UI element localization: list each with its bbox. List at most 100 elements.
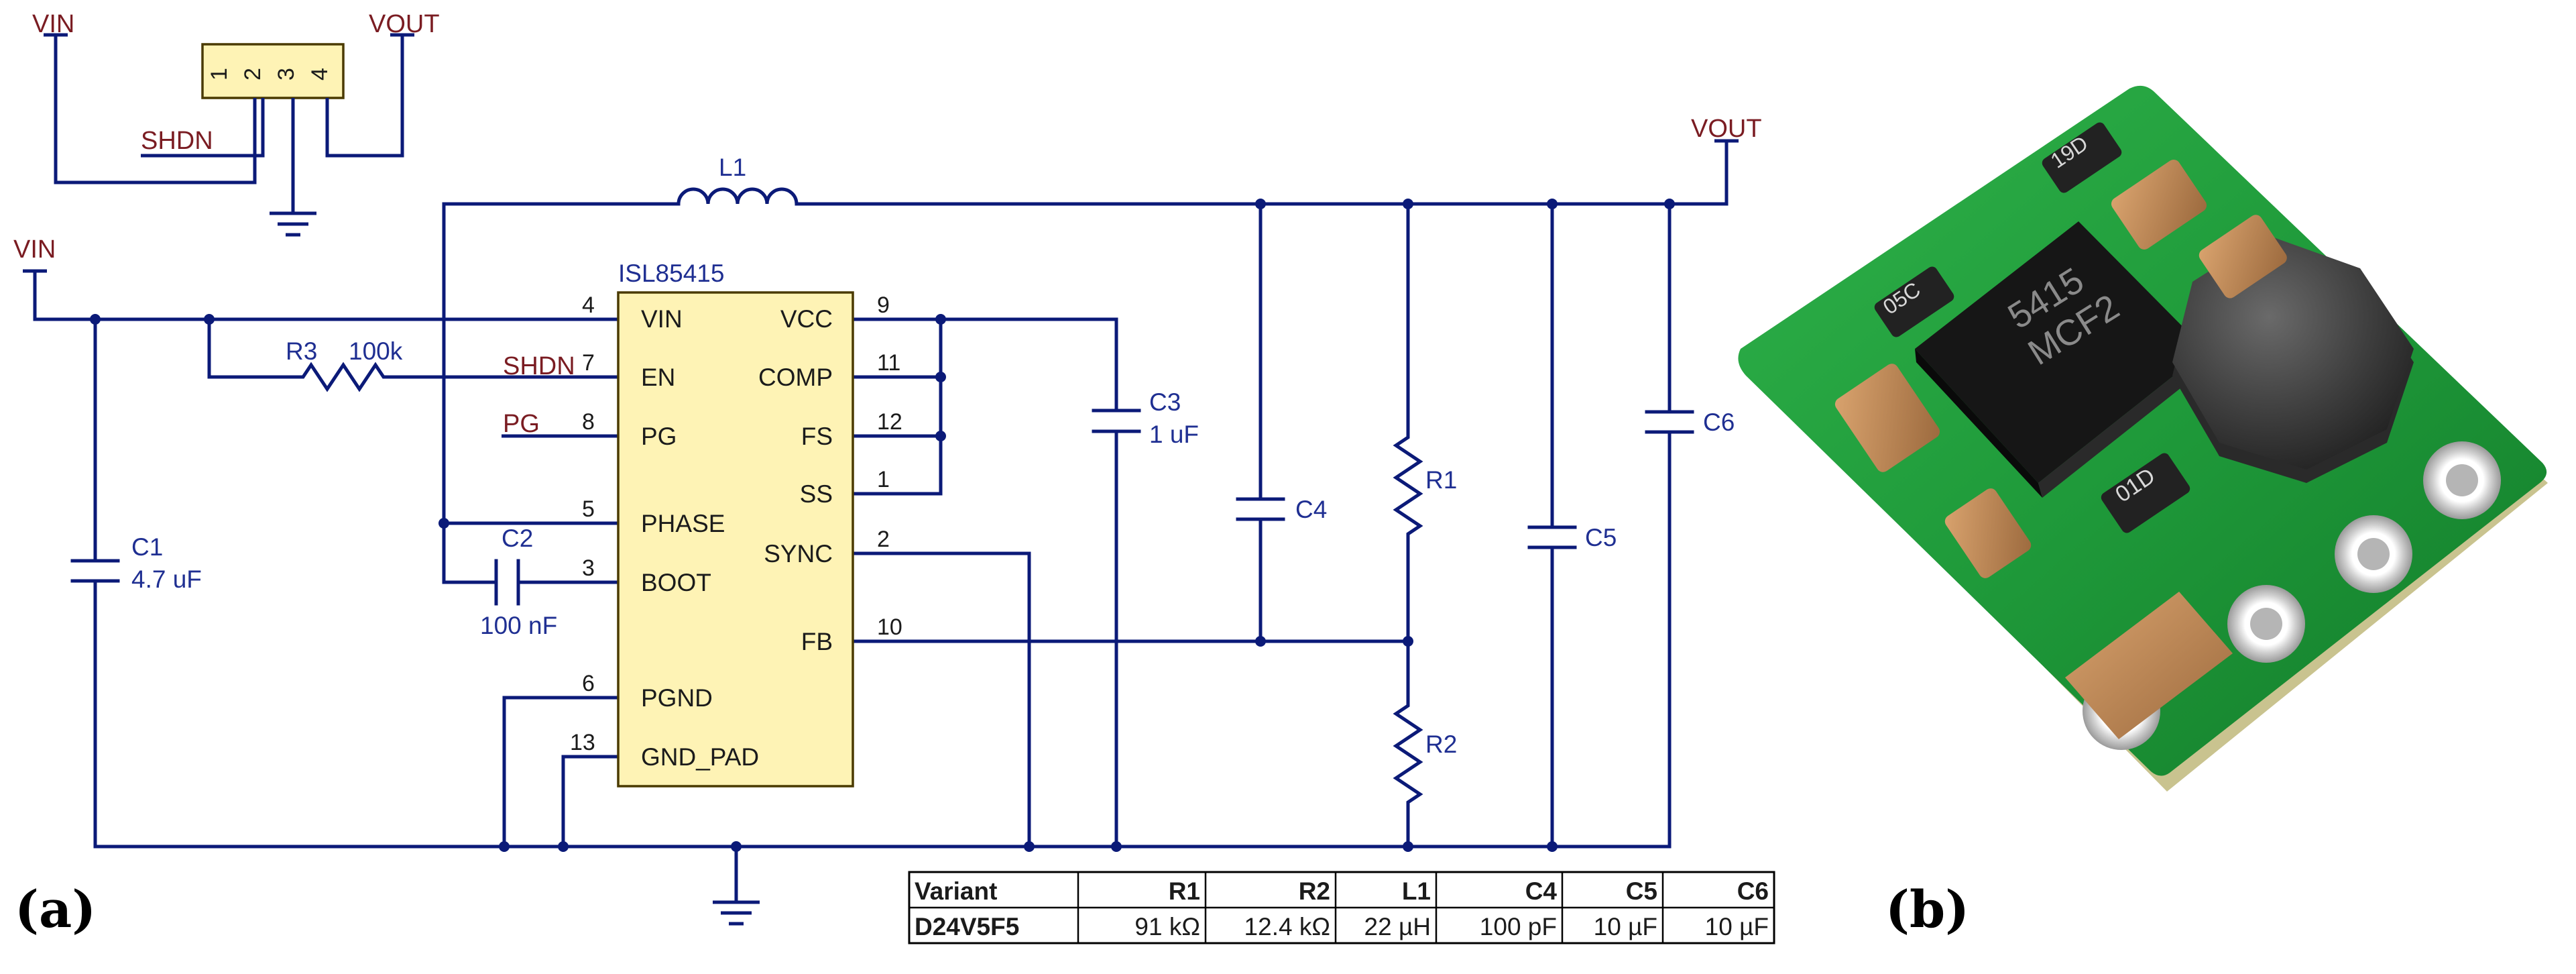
connector-vin-label: VIN <box>32 10 74 38</box>
c2-value: 100 nF <box>480 612 557 639</box>
ic-pin-phase: PHASE <box>641 510 725 537</box>
c2-label: C2 <box>502 525 533 552</box>
ic-pin-boot: BOOT <box>641 569 711 596</box>
table-cell-r1: 91 kΩ <box>1134 913 1200 940</box>
c6-label: C6 <box>1703 409 1735 436</box>
ic-pin-num-boot: 3 <box>582 555 595 581</box>
connector-vin-wire <box>44 33 257 184</box>
connector-pin-3: 3 <box>274 68 299 80</box>
c4-label: C4 <box>1295 496 1327 523</box>
cap-small-3 <box>2111 160 2207 250</box>
capacitor-c4: C4 <box>1236 496 1327 523</box>
capacitor-c1: C1 4.7 uF <box>70 533 202 593</box>
r3-label: R3 <box>286 337 317 365</box>
l1-output-wire <box>442 139 1729 206</box>
connector-vout-wire <box>325 33 414 158</box>
junction-dots <box>90 199 1675 852</box>
capacitor-c3: C3 1 uF <box>1092 388 1199 448</box>
r3-left-wire <box>207 317 297 379</box>
ic-name: ISL85415 <box>618 260 724 287</box>
comp-fs-ss-wire <box>851 317 943 496</box>
ic-pin-gndpad: GND_PAD <box>641 743 759 771</box>
connector-shdn-wire <box>141 98 265 158</box>
connector-ground-icon <box>270 211 316 237</box>
board-photo: 5415 MCF2 01D 05C 19D <box>1738 85 2548 792</box>
cap-small-1 <box>1834 364 1940 472</box>
phase-wire <box>442 202 620 584</box>
ic-isl85415: ISL85415 4 7 8 5 3 6 13 VIN EN PG PHASE … <box>570 260 902 788</box>
r1-label: R1 <box>1425 466 1457 494</box>
table-cell-l1: 22 µH <box>1364 913 1431 940</box>
c3-value: 1 uF <box>1149 421 1199 448</box>
vin-rail <box>33 269 620 321</box>
ic-pin-pg: PG <box>641 423 677 450</box>
panel-label-b: (b) <box>1885 879 1969 939</box>
connector-pin-1: 1 <box>207 68 232 80</box>
ic-pin-num-fb: 10 <box>877 614 902 640</box>
ground-icon <box>713 900 760 926</box>
table-cell-c5: 10 µF <box>1594 913 1657 940</box>
resistor-01d <box>2101 453 2190 533</box>
panel-label-a: (a) <box>15 879 96 939</box>
connector-shdn-label: SHDN <box>141 127 213 155</box>
variant-table: Variant R1 R2 L1 C4 C5 C6 D24V5F5 91 kΩ … <box>908 871 1775 944</box>
cap-large <box>2065 592 2233 739</box>
c5-label: C5 <box>1585 524 1617 551</box>
ic-pin-comp: COMP <box>758 364 833 391</box>
resistor-19d <box>2042 122 2122 193</box>
capacitor-c2: C2 100 nF <box>480 525 557 639</box>
ic-pin-num-ss: 1 <box>877 467 890 492</box>
ic-pin-pgnd: PGND <box>641 684 713 712</box>
table-cell-r2: 12.4 kΩ <box>1244 913 1330 940</box>
ic-body <box>617 291 854 788</box>
ic-pin-ss: SS <box>800 480 833 508</box>
r3-value: 100k <box>349 337 403 365</box>
smd-components: 01D 05C 19D <box>1834 122 2287 739</box>
table-header-variant: Variant <box>915 877 997 905</box>
ic-pin-vin: VIN <box>641 305 683 333</box>
table-header-c5: C5 <box>1626 877 1657 905</box>
ic-pin-num-comp: 11 <box>877 350 900 376</box>
gnd-pins-wire <box>502 696 620 849</box>
ic-pin-en: EN <box>641 364 675 391</box>
table-header-l1: L1 <box>1402 877 1431 905</box>
resistor-r1: R1 <box>1393 427 1457 539</box>
pcb-top <box>1738 85 2547 776</box>
ic-pin-num-vin: 4 <box>582 292 595 318</box>
sync-wire <box>851 551 1031 849</box>
capacitor-c6: C6 <box>1645 409 1735 436</box>
vcc-wire <box>851 317 1118 849</box>
table-cell-variant: D24V5F5 <box>915 913 1019 940</box>
connector-body <box>201 43 345 99</box>
capacitor-c5: C5 <box>1527 524 1617 551</box>
ic-pin-num-pg: 8 <box>582 409 595 435</box>
schematic-wires <box>23 139 1739 926</box>
connector-pin-4: 4 <box>307 68 333 80</box>
table-cell-c6: 10 µF <box>1705 913 1769 940</box>
ic-pin-num-en: 7 <box>582 350 595 376</box>
pg-net-label: PG <box>503 410 540 438</box>
c1-label: C1 <box>131 533 163 561</box>
table-header-r2: R2 <box>1299 877 1330 905</box>
ic-pin-num-phase: 5 <box>582 496 595 522</box>
vin-net-label: VIN <box>13 235 56 264</box>
c3-label: C3 <box>1149 388 1181 416</box>
ic-pin-fs: FS <box>801 423 833 450</box>
table-header-c4: C4 <box>1525 877 1558 905</box>
ic-pin-fb: FB <box>801 628 833 655</box>
connector-pin-2: 2 <box>240 68 266 80</box>
shdn-net-label: SHDN <box>503 352 575 380</box>
resistor-r3: R3 100k <box>286 337 403 392</box>
c1-value: 4.7 uF <box>131 565 202 593</box>
r2-label: R2 <box>1425 730 1457 758</box>
l1-label: L1 <box>719 154 746 181</box>
ic-package: 5415 MCF2 <box>1915 221 2210 498</box>
cap-small-2 <box>1944 488 2032 578</box>
ic-pin-num-fs: 12 <box>877 409 902 435</box>
cap-small-4 <box>2199 215 2287 299</box>
table-header-r1: R1 <box>1169 877 1200 905</box>
connector-vout-label: VOUT <box>369 10 440 38</box>
ic-pin-num-gndpad: 13 <box>570 730 595 755</box>
